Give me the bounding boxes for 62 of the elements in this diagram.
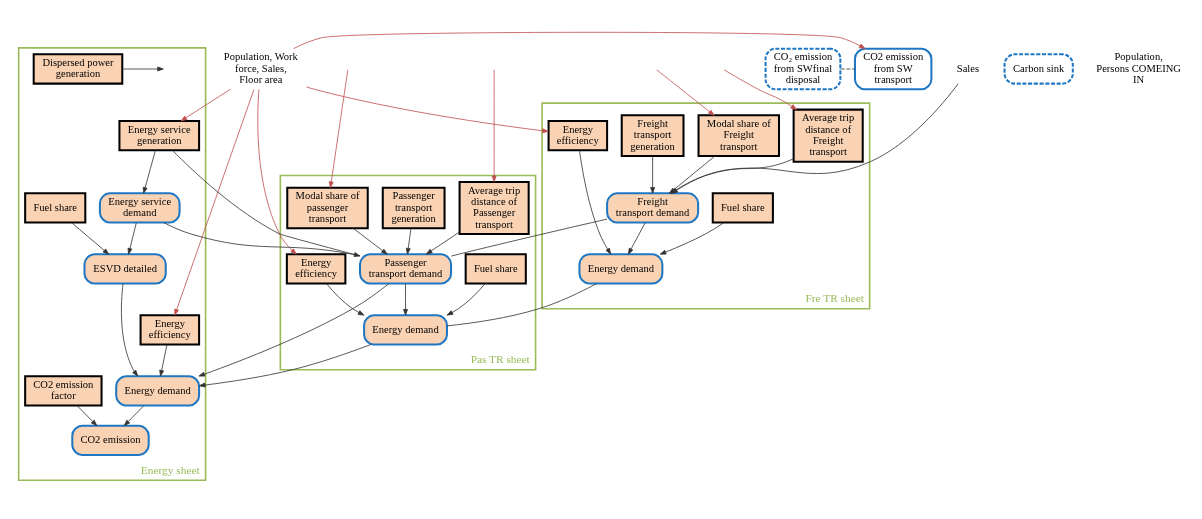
node-box: Passenger transport demand [359, 253, 453, 285]
node-box: Modal share of Freight transport [697, 114, 780, 157]
node-box: Energy efficiency [285, 253, 347, 285]
arrow [403, 283, 408, 316]
arrow [142, 150, 156, 194]
arrow [650, 155, 655, 194]
arrow [174, 89, 255, 316]
arrow [180, 88, 231, 122]
arrow [121, 283, 139, 377]
arrow [405, 228, 412, 255]
node-box: Average trip distance of Passenger transport [458, 180, 530, 235]
node-box: CO2 emission [71, 424, 150, 457]
arrow [159, 344, 168, 377]
arrow [198, 283, 390, 377]
node-box: Freight transport demand [606, 192, 700, 224]
arrow [257, 89, 297, 255]
node-box: Energy efficiency [139, 314, 201, 346]
node-box: Energy service generation [118, 120, 201, 152]
arrow [328, 69, 349, 188]
arrow [172, 150, 361, 257]
node-box: Fuel share [24, 192, 87, 224]
arrow [121, 66, 164, 72]
arrow [446, 283, 486, 316]
arrow [352, 227, 388, 255]
node-box: Carbon sink [1003, 53, 1074, 85]
arrow [326, 283, 365, 316]
node-box: Energy demand [115, 375, 201, 407]
node-text: Population, Persons COMEING IN [1096, 51, 1181, 86]
connector [450, 218, 608, 257]
arrow [127, 222, 137, 255]
node-box: Fuel share [464, 253, 527, 285]
node-box: Energy efficiency [547, 120, 609, 152]
connector [446, 283, 597, 327]
arrow [306, 86, 549, 134]
node-box: CO₂ emission from SWfinal disposal [764, 47, 842, 91]
node-box: CO2 emission from SW transport [853, 47, 933, 91]
node-box: Energy service demand [98, 192, 181, 224]
arrow [123, 405, 145, 426]
arrow [426, 231, 460, 255]
arrow [579, 150, 612, 255]
arrow [198, 344, 372, 388]
node-box: Energy demand [363, 314, 448, 346]
arrow [76, 405, 98, 426]
node-box: CO2 emission factor [24, 375, 103, 407]
connector [163, 222, 361, 257]
arrow [293, 31, 866, 50]
node-box: Fuel share [711, 192, 774, 224]
node-box: Passenger transport generation [381, 186, 446, 230]
node-box: Average trip distance of Freight transport [792, 108, 864, 163]
arrow [627, 222, 646, 255]
node-box: ESVD detailed [83, 253, 167, 285]
arrow [659, 222, 725, 255]
node-text: Sales [956, 62, 980, 74]
node-box: Freight transport generation [620, 114, 685, 157]
node-box: Energy demand [578, 253, 664, 285]
arrow [491, 69, 497, 183]
node-box: Dispersed power generation [32, 53, 124, 85]
arrow [656, 69, 715, 116]
node-text: Population, Work force, Sales, Floor area [223, 51, 298, 86]
arrow [71, 222, 110, 255]
node-box: Modal share of passenger transport [286, 186, 369, 230]
arrow [723, 69, 797, 110]
